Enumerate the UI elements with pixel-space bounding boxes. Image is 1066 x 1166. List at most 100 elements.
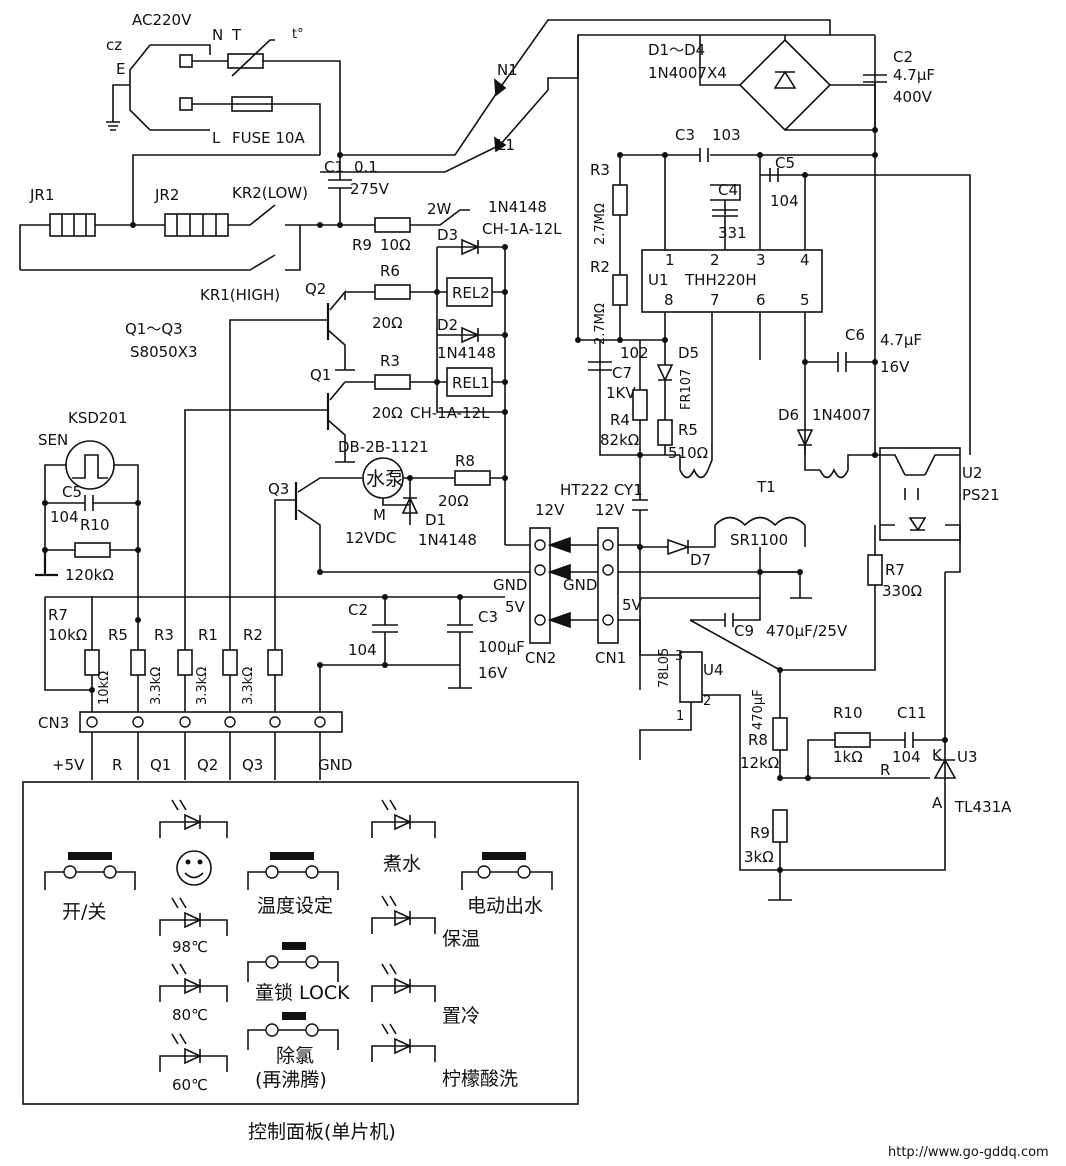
pump-dispense-button-label: 电动出水 xyxy=(467,895,543,917)
wire-n1-bridge xyxy=(499,19,831,89)
u4-cap: 470μF xyxy=(751,689,766,730)
u2-label: U2 xyxy=(962,464,983,482)
kr1-label: KR1(HIGH) xyxy=(200,286,280,304)
c1-rating: 275V xyxy=(350,180,390,198)
u1-pin3: 3 xyxy=(756,251,766,269)
temp-set-button-label: 温度设定 xyxy=(257,895,333,917)
q3-label: Q3 xyxy=(268,480,289,498)
r2-left-label: R2 xyxy=(243,626,263,644)
d1-d4-label: D1～D4 xyxy=(648,41,705,59)
led-98c-label: 98℃ xyxy=(172,938,208,956)
c11-value: 104 xyxy=(892,748,921,766)
tl431-k-label: K xyxy=(932,746,943,764)
c6-right-label: C6 xyxy=(845,326,865,344)
d1-left-part: 1N4148 xyxy=(418,531,477,549)
u1-pin8: 8 xyxy=(664,291,674,309)
led-cool-label: 置冷 xyxy=(442,1005,480,1027)
led-indicator xyxy=(159,799,228,886)
d7-label: D7 xyxy=(690,551,711,569)
led-boil: 煮水 xyxy=(371,799,436,875)
led-98c: 98℃ xyxy=(159,897,228,956)
heater-section: JR1 JR2 KR2(LOW) KR1(HIGH) R9 10Ω 2W xyxy=(19,154,470,304)
u1-label: U1 xyxy=(648,271,669,289)
r10-right-label: R10 xyxy=(833,704,863,722)
c3-left-rating: 16V xyxy=(478,664,508,682)
power-button-label: 开/关 xyxy=(62,901,106,923)
pullup-section: R7 10kΩ R5 R3 R1 R2 10kΩ 3.3kΩ 3.3kΩ 3.3… xyxy=(38,596,352,780)
ac220v-label: AC220V xyxy=(132,11,192,29)
c6-d6-section: C6 4.7μF 16V D6 1N4007 xyxy=(778,326,922,455)
r3-right-value: 2.7MΩ xyxy=(593,203,608,245)
r9-power: 2W xyxy=(427,200,452,218)
cn2-5v-label: 5V xyxy=(505,598,526,616)
r2-right-label: R2 xyxy=(590,258,610,276)
c3-left-label: C3 xyxy=(478,608,498,626)
d3-part: 1N4148 xyxy=(488,198,547,216)
r7-right-value: 330Ω xyxy=(882,582,922,600)
u4-part: 78L05 xyxy=(657,648,672,688)
c11-label: C11 xyxy=(897,704,927,722)
c5-right-label: C5 xyxy=(775,154,795,172)
c2-left-value: 104 xyxy=(348,641,377,659)
connectors-cn1-cn2: 12V 12V GND GND 5V 5V CN2 CN1 HT222 CY1 xyxy=(317,481,800,690)
r8-left-value: 20Ω xyxy=(438,492,469,510)
d3-label: D3 xyxy=(437,226,458,244)
power-button[interactable]: 开/关 xyxy=(44,852,136,923)
r6-value: 20Ω xyxy=(372,314,403,332)
c3-left-value: 100μF xyxy=(478,638,525,656)
r8-left-label: R8 xyxy=(455,452,475,470)
r4-right-value: 82kΩ xyxy=(600,431,639,449)
dechlorinate-button[interactable]: 除氯 (再沸腾) xyxy=(247,1012,339,1091)
r6-label: R6 xyxy=(380,262,400,280)
d2-part: 1N4148 xyxy=(437,344,496,362)
r10-right-value: 1kΩ xyxy=(833,748,863,766)
pump-section: 水泵 DB-2B-1121 M 12VDC R8 20Ω D1 1N4148 xyxy=(338,438,505,549)
cn1-5v-label: 5V xyxy=(622,596,643,614)
c4-right-label: C4 xyxy=(718,181,738,199)
cz-label: cz xyxy=(106,36,122,54)
c6-right-rating: 16V xyxy=(880,358,910,376)
pin-q3-label: Q3 xyxy=(242,756,263,774)
n1-label: N1 xyxy=(497,61,518,79)
u1-pin7: 7 xyxy=(710,291,720,309)
r9-label: R9 xyxy=(352,236,372,254)
c2-right-rating: 400V xyxy=(893,88,933,106)
r10-left-value: 120kΩ xyxy=(65,566,114,584)
optocoupler-u2: U2 PS21 R7 330Ω xyxy=(780,447,1000,671)
cn2-12v-label: 12V xyxy=(535,501,565,519)
c5-left-label: C5 xyxy=(62,483,82,501)
t-deg-label: t° xyxy=(292,27,304,42)
r5-left-value: 10kΩ xyxy=(97,671,112,705)
u1-section: C3 103 R3 2.7MΩ R2 2.7MΩ C4 331 C5 104 1… xyxy=(590,126,971,455)
filter-caps: C2 104 C3 100μF 16V xyxy=(317,594,525,689)
c1-label: C1 xyxy=(324,158,344,176)
cn1-12v-label: 12V xyxy=(595,501,625,519)
d5-right-part: FR107 xyxy=(679,369,694,410)
r8-right-value: 12kΩ xyxy=(740,754,779,772)
r9-value: 10Ω xyxy=(380,236,411,254)
t1-label: T1 xyxy=(756,478,776,496)
sr1100-label: SR1100 xyxy=(730,531,788,549)
c2-left-label: C2 xyxy=(348,601,368,619)
temp-set-button[interactable]: 温度设定 xyxy=(247,852,339,917)
c7-right-label: C7 xyxy=(612,364,632,382)
pump-dispense-button[interactable]: 电动出水 xyxy=(461,852,553,917)
u4-pin1: 1 xyxy=(676,709,684,724)
c2-right-value: 4.7μF xyxy=(893,66,935,84)
r4-right-label: R4 xyxy=(610,411,630,429)
q-range-label: Q1～Q3 xyxy=(125,320,183,338)
u1-pin5: 5 xyxy=(800,291,810,309)
r7-left-label: R7 xyxy=(48,606,68,624)
d6-right-label: D6 xyxy=(778,406,799,424)
r3-label: R3 xyxy=(380,352,400,370)
led-80c: 80℃ xyxy=(159,963,228,1024)
ac-input-section: AC220V N T t° cz E L FUSE 10A xyxy=(106,11,341,155)
child-lock-button[interactable]: 童锁 LOCK xyxy=(247,942,350,1004)
transformer-t1: T1 D7 SR1100 xyxy=(632,340,878,620)
r5-right-value: 510Ω xyxy=(668,444,708,462)
led-60c-label: 60℃ xyxy=(172,1076,208,1094)
cn2-label: CN2 xyxy=(525,649,556,667)
d5-right-label: D5 xyxy=(678,344,699,362)
ht222-label: HT222 CY1 xyxy=(560,481,643,499)
